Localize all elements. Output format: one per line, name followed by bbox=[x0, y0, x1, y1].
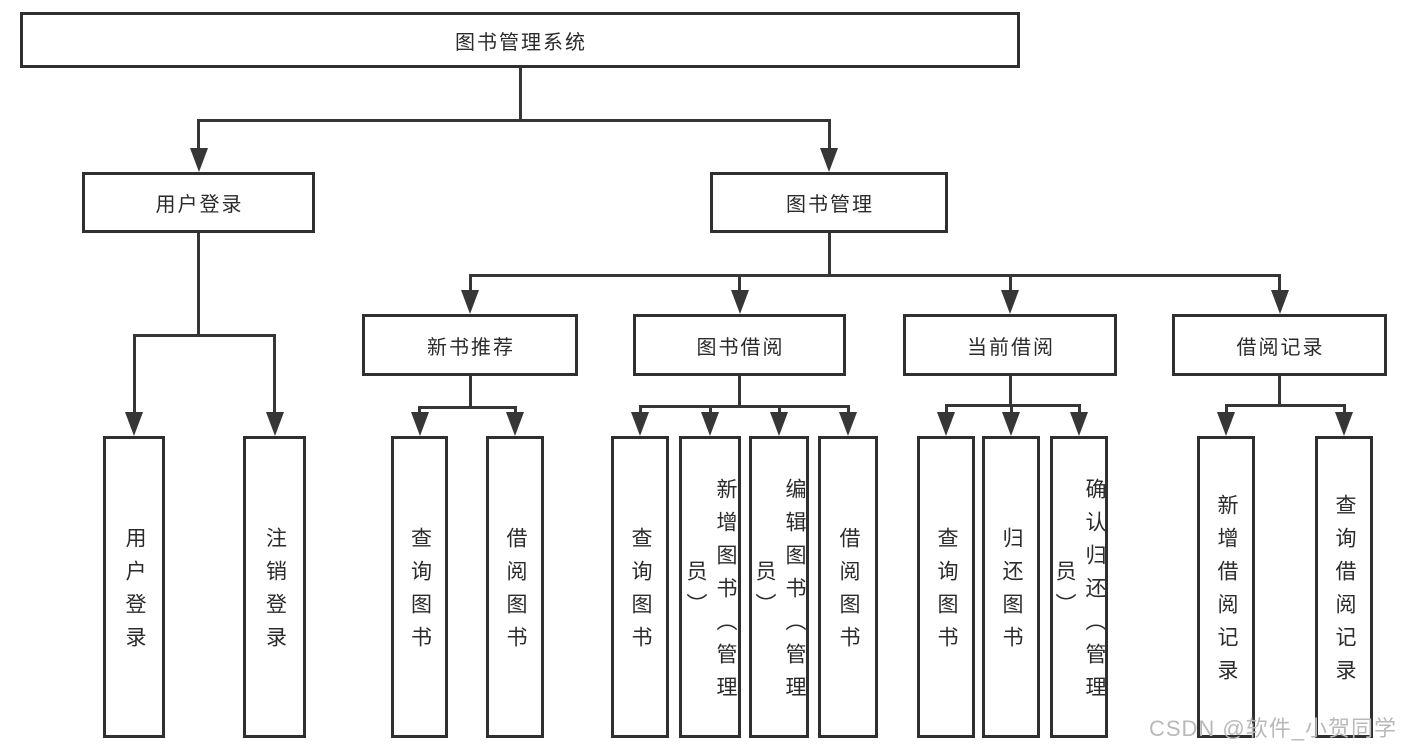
connector-line bbox=[846, 406, 850, 416]
diagram-node-r1: 查询图书 bbox=[391, 436, 448, 738]
arrowhead-icon bbox=[937, 412, 955, 436]
arrowhead-icon bbox=[189, 148, 208, 172]
connector-line bbox=[638, 406, 642, 416]
connector-line bbox=[827, 120, 831, 152]
connector-line bbox=[738, 275, 741, 294]
arrowhead-icon bbox=[631, 412, 649, 436]
connector-line bbox=[708, 406, 712, 416]
connector-line bbox=[518, 66, 522, 120]
diagram-node-c3: 确认归还（管理员） bbox=[1050, 436, 1108, 738]
connector-line bbox=[738, 374, 741, 406]
diagram-node-j1: 新增借阅记录 bbox=[1197, 436, 1255, 738]
connector-line bbox=[468, 374, 472, 407]
connector-line bbox=[418, 407, 421, 416]
diagram-node-login: 用户登录 bbox=[82, 172, 315, 233]
diagram-node-b4: 借阅图书 bbox=[818, 436, 878, 738]
diagram-node-b2: 新增图书（管理员） bbox=[679, 436, 741, 738]
connector-line bbox=[1008, 374, 1012, 405]
connector-line bbox=[273, 335, 276, 416]
connector-line bbox=[1077, 405, 1081, 416]
arrowhead-icon bbox=[506, 412, 524, 436]
connector-line bbox=[197, 231, 200, 335]
connector-line bbox=[468, 273, 1281, 277]
connector-line bbox=[132, 335, 136, 416]
diagram-node-root: 图书管理系统 bbox=[20, 12, 1020, 68]
connector-line bbox=[1342, 405, 1346, 416]
diagram-node-rec: 新书推荐 bbox=[362, 314, 578, 376]
arrowhead-icon bbox=[1270, 290, 1289, 314]
connector-line bbox=[1224, 403, 1346, 407]
connector-line bbox=[132, 333, 276, 337]
diagram-node-mgmt: 图书管理 bbox=[710, 172, 948, 233]
arrowhead-icon bbox=[820, 148, 838, 172]
connector-line bbox=[513, 407, 517, 416]
diagram-node-record: 借阅记录 bbox=[1172, 314, 1387, 376]
diagram-node-borrow: 图书借阅 bbox=[633, 314, 846, 376]
arrowhead-icon bbox=[839, 412, 857, 436]
arrowhead-icon bbox=[265, 412, 284, 436]
diagram-node-u1: 用户登录 bbox=[103, 436, 165, 738]
connector-line bbox=[1278, 374, 1281, 405]
diagram-node-r2: 借阅图书 bbox=[486, 436, 544, 738]
connector-line bbox=[197, 118, 831, 122]
arrowhead-icon bbox=[461, 290, 479, 314]
arrowhead-icon bbox=[1070, 412, 1088, 436]
arrowhead-icon bbox=[1002, 412, 1020, 436]
connector-line bbox=[638, 404, 850, 408]
connector-line bbox=[418, 405, 517, 409]
connector-line bbox=[827, 231, 831, 275]
connector-line bbox=[944, 403, 1081, 407]
diagram-node-c1: 查询图书 bbox=[917, 436, 975, 738]
connector-line bbox=[944, 405, 948, 416]
connector-line bbox=[197, 120, 200, 152]
diagram-node-u2: 注销登录 bbox=[243, 436, 306, 738]
connector-line bbox=[1009, 405, 1013, 416]
diagram-node-current: 当前借阅 bbox=[903, 314, 1117, 376]
connector-line bbox=[777, 406, 781, 416]
arrowhead-icon bbox=[1001, 290, 1019, 314]
arrowhead-icon bbox=[1335, 412, 1353, 436]
diagram-node-c2: 归还图书 bbox=[982, 436, 1040, 738]
connector-line bbox=[468, 275, 472, 294]
connector-line bbox=[1224, 405, 1228, 416]
diagram-node-b1: 查询图书 bbox=[611, 436, 669, 738]
arrowhead-icon bbox=[125, 412, 143, 436]
arrowhead-icon bbox=[730, 290, 749, 314]
diagram-node-j2: 查询借阅记录 bbox=[1315, 436, 1373, 738]
arrowhead-icon bbox=[701, 412, 719, 436]
diagram-node-b3: 编辑图书（管理员） bbox=[749, 436, 809, 738]
arrowhead-icon bbox=[410, 412, 429, 436]
arrowhead-icon bbox=[770, 412, 788, 436]
csdn-watermark: CSDN @软件_小贺同学 bbox=[1148, 716, 1397, 741]
connector-line bbox=[1278, 275, 1281, 294]
connector-line bbox=[1008, 275, 1012, 294]
arrowhead-icon bbox=[1217, 412, 1235, 436]
